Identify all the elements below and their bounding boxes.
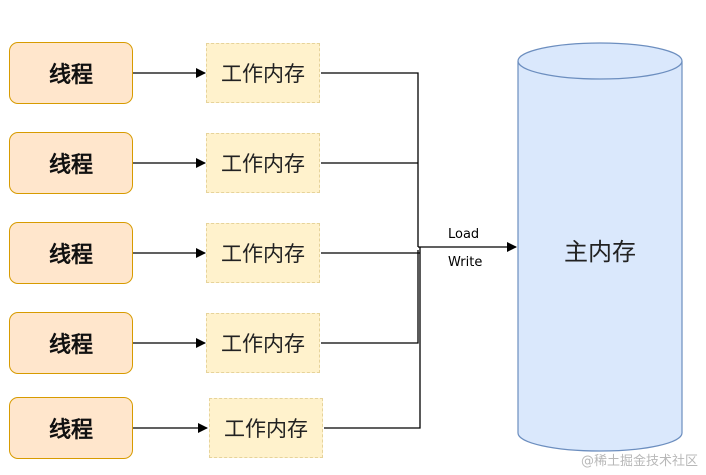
work-memory-box-4: 工作内存 [206,313,320,373]
work-memory-box-2: 工作内存 [206,133,320,193]
work-memory-label: 工作内存 [224,417,308,441]
thread-box-2: 线程 [9,132,133,194]
work-memory-label: 工作内存 [221,332,305,356]
thread-label: 线程 [48,63,93,88]
work-memory-box-3: 工作内存 [206,223,320,283]
thread-box-1: 线程 [9,42,133,104]
work-memory-box-1: 工作内存 [206,43,320,103]
watermark: @稀土掘金技术社区 [580,454,698,469]
thread-label: 线程 [48,333,93,358]
work-memory-label: 工作内存 [221,242,305,266]
main-memory-cylinder [517,42,683,452]
write-label: Write [448,255,483,270]
memory-connector-1 [321,72,419,247]
thread-box-4: 线程 [9,312,133,374]
work-memory-label: 工作内存 [221,152,305,176]
memory-connector-4 [321,250,419,344]
load-label: Load [448,227,480,242]
thread-box-3: 线程 [9,222,133,284]
work-memory-box-5: 工作内存 [209,398,323,458]
memory-connector-5 [324,247,421,429]
thread-label: 线程 [48,418,93,443]
thread-label: 线程 [48,243,93,268]
work-memory-label: 工作内存 [221,62,305,86]
thread-label: 线程 [48,153,93,178]
thread-box-5: 线程 [9,397,133,459]
main-memory-label: 主内存 [564,238,636,266]
